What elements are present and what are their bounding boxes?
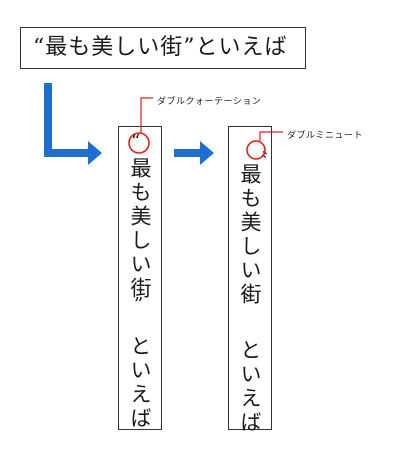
vertical-box-quotation: 最も美しい街といえば (118, 126, 162, 431)
horizontal-text-box: “最も美しい街”といえば (20, 27, 306, 69)
vertical-box-minute: 最も美しい街といえば (228, 126, 272, 435)
open-double-minute-mark: 〝 (247, 150, 265, 171)
close-double-minute-mark: 〟 (242, 282, 260, 303)
vertical-2-text-a: 最も美しい街 (238, 163, 262, 307)
vertical-1-text-b: といえば (128, 335, 152, 431)
vertical-1-text-a: 最も美しい街 (128, 157, 152, 301)
l-shaped-arrow-icon (44, 83, 102, 165)
double-minute-label: ダブルミニュート (287, 131, 364, 141)
close-double-quotation-mark: ” (134, 294, 144, 315)
horizontal-text: “最も美しい街”といえば (33, 35, 288, 60)
open-double-quotation-mark: “ (131, 131, 141, 152)
double-quotation-label: ダブルクォーテーション (157, 97, 262, 107)
vertical-2-text-b: といえば (238, 339, 262, 435)
right-arrow-icon (174, 141, 214, 165)
